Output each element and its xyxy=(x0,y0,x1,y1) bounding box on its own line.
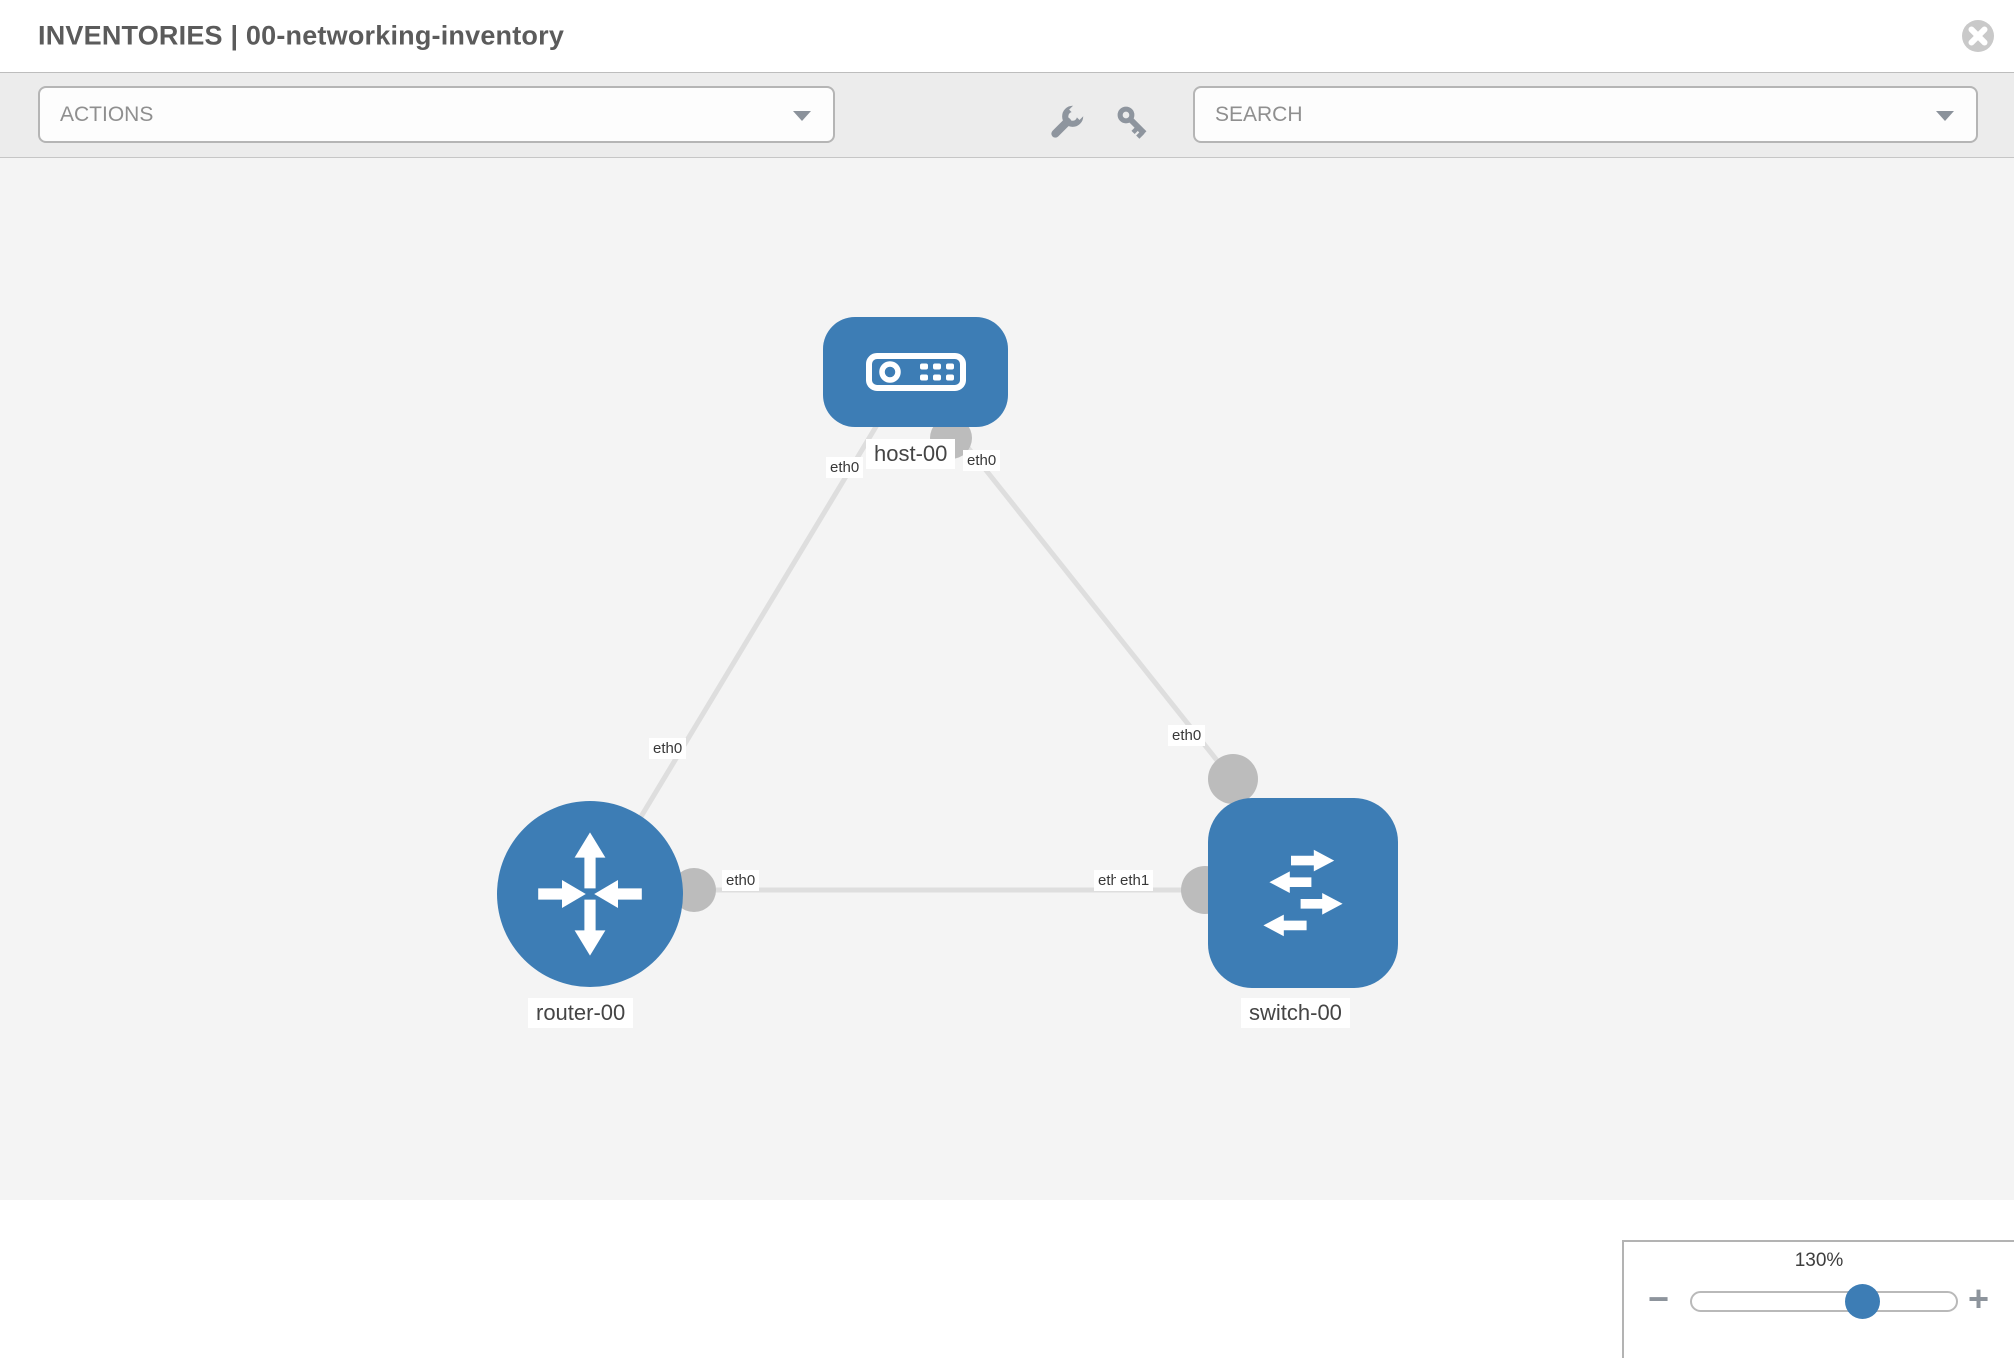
configure-button[interactable] xyxy=(1044,101,1088,146)
page-title: INVENTORIES | 00-networking-inventory xyxy=(38,20,565,51)
node-switch-00[interactable] xyxy=(1208,798,1398,988)
endpoint-router-right xyxy=(672,868,716,912)
toolbar: ACTIONS SEARCH xyxy=(0,72,2014,158)
zoom-out-button[interactable]: − xyxy=(1648,1278,1670,1319)
zoom-control-panel: 130% − + xyxy=(1622,1240,2014,1358)
chevron-down-icon xyxy=(1936,111,1954,121)
iface-label: eth0 xyxy=(826,457,864,478)
iface-label: eth0 xyxy=(963,450,1001,471)
key-button[interactable] xyxy=(1112,102,1156,146)
iface-label: eth0 xyxy=(649,738,687,759)
link-host-switch[interactable] xyxy=(944,418,1237,785)
router-arrows-icon xyxy=(538,832,642,956)
server-icon xyxy=(865,353,966,391)
header: INVENTORIES | 00-networking-inventory xyxy=(0,0,2014,72)
wrench-icon xyxy=(1051,101,1088,138)
iface-label: eth1 xyxy=(1116,870,1154,891)
search-dropdown-label: SEARCH xyxy=(1215,103,1303,126)
close-icon xyxy=(1962,20,1994,52)
chevron-down-icon xyxy=(793,111,811,121)
zoom-slider-thumb[interactable] xyxy=(1845,1284,1880,1319)
actions-dropdown[interactable]: ACTIONS xyxy=(38,86,835,143)
endpoint-switch-top-left xyxy=(1208,754,1258,804)
key-icon xyxy=(1117,106,1147,139)
zoom-slider-track[interactable] xyxy=(1690,1291,1958,1312)
node-label-host: host-00 xyxy=(866,439,956,469)
node-label-router: router-00 xyxy=(528,998,634,1028)
zoom-level: 130% xyxy=(1794,1250,1844,1271)
node-router-00[interactable] xyxy=(497,801,683,987)
node-host-00[interactable] xyxy=(823,317,1008,427)
topology-canvas[interactable]: eth0 eth0 eth0 eth0 eth0 eth0 eth1 host-… xyxy=(0,158,2014,1358)
node-label-switch: switch-00 xyxy=(1241,998,1350,1028)
search-dropdown[interactable]: SEARCH xyxy=(1193,86,1978,143)
links-layer xyxy=(589,417,1300,914)
iface-label: eth0 xyxy=(722,870,760,891)
zoom-in-button[interactable]: + xyxy=(1968,1278,1990,1319)
switch-arrows-icon xyxy=(1263,849,1343,937)
iface-label: eth0 xyxy=(1168,725,1206,746)
close-button[interactable] xyxy=(1960,18,1996,54)
actions-dropdown-label: ACTIONS xyxy=(60,103,154,126)
